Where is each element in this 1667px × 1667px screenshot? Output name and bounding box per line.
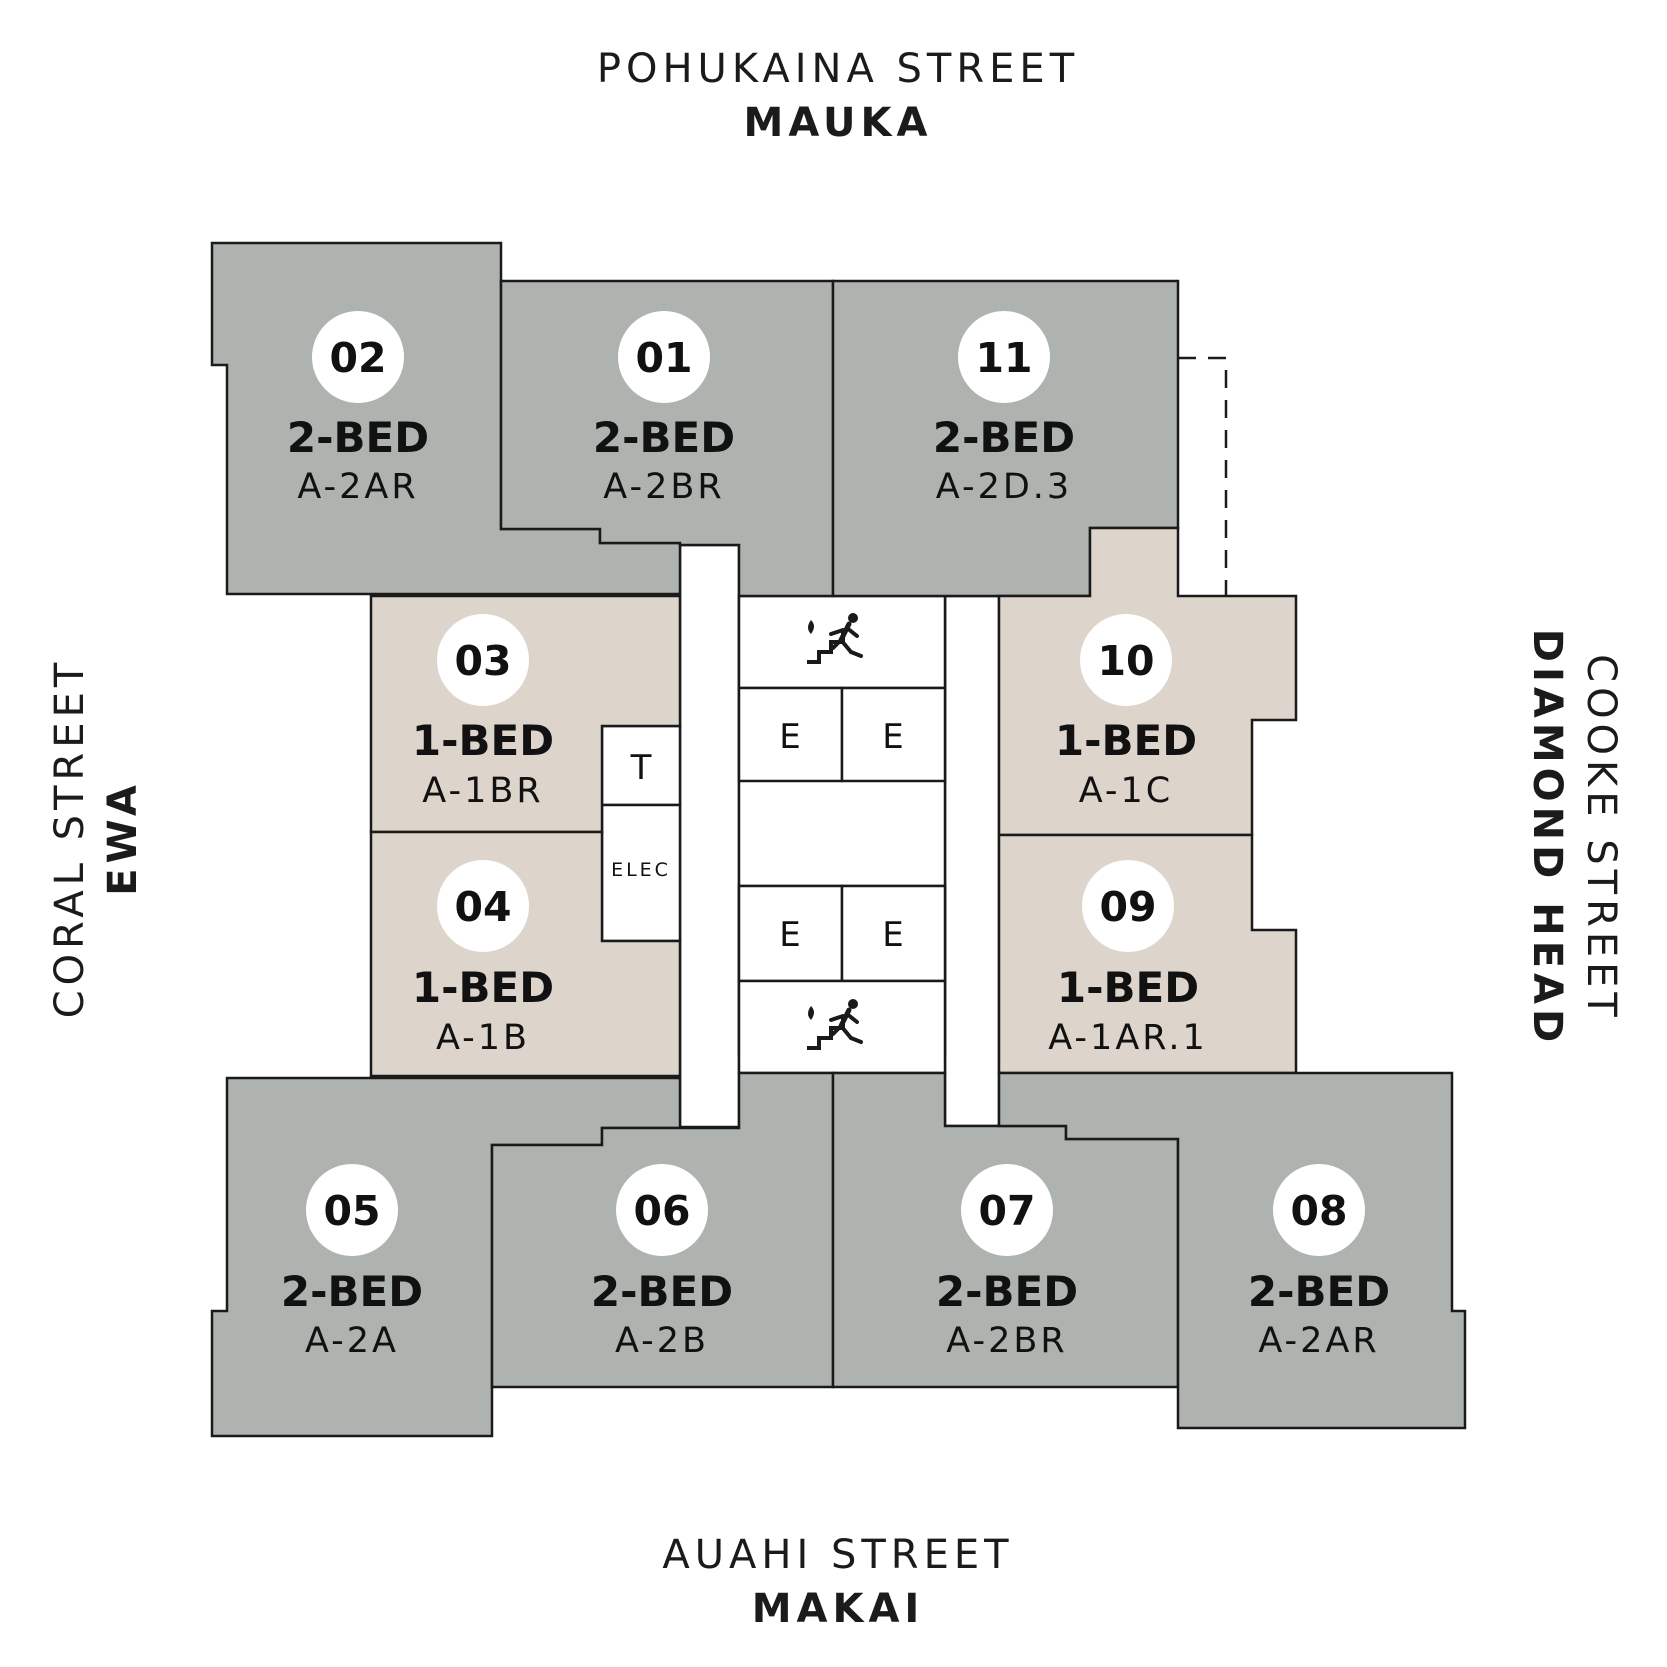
unit-number: 08 bbox=[1290, 1187, 1347, 1235]
unit-beds: 2-BED bbox=[287, 413, 429, 462]
unit-beds: 1-BED bbox=[1055, 716, 1197, 765]
corridor-left bbox=[678, 543, 741, 1129]
unit-01-label: 01 2-BED A-2BR bbox=[593, 311, 735, 507]
elevator-3-label: E bbox=[779, 915, 800, 955]
unit-09-label: 09 1-BED A-1AR.1 bbox=[1048, 860, 1207, 1058]
unit-07-label: 07 2-BED A-2BR bbox=[936, 1164, 1078, 1361]
unit-number: 11 bbox=[975, 334, 1032, 382]
trash-label: T bbox=[630, 748, 652, 788]
unit-number: 04 bbox=[454, 883, 511, 931]
unit-type: A-2AR bbox=[297, 467, 418, 507]
unit-number-badge bbox=[437, 614, 529, 706]
unit-beds: 2-BED bbox=[591, 1267, 733, 1316]
unit-number-badge bbox=[618, 311, 710, 403]
unit-number: 10 bbox=[1097, 637, 1154, 685]
unit-05-label: 05 2-BED A-2A bbox=[281, 1164, 423, 1361]
unit-type: A-2A bbox=[305, 1321, 399, 1361]
unit-beds: 2-BED bbox=[933, 413, 1075, 462]
unit-beds: 2-BED bbox=[936, 1267, 1078, 1316]
unit-08-label: 08 2-BED A-2AR bbox=[1248, 1164, 1390, 1361]
street-left-direction: EWA bbox=[100, 780, 146, 896]
unit-number-badge bbox=[1082, 860, 1174, 952]
unit-number: 07 bbox=[978, 1187, 1035, 1235]
unit-type: A-1C bbox=[1079, 771, 1174, 811]
unit-beds: 2-BED bbox=[593, 413, 735, 462]
stair-lower bbox=[737, 979, 947, 1075]
unit-beds: 1-BED bbox=[412, 716, 554, 765]
unit-number-badge bbox=[437, 860, 529, 952]
unit-number: 09 bbox=[1099, 883, 1156, 931]
corridor-right bbox=[943, 594, 1001, 1128]
unit-number-badge bbox=[306, 1164, 398, 1256]
elevator-3[interactable] bbox=[737, 884, 844, 983]
unit-number: 02 bbox=[329, 334, 386, 382]
unit-number: 01 bbox=[635, 334, 692, 382]
street-top-name: POHUKAINA STREET bbox=[597, 46, 1079, 92]
street-bottom-name: AUAHI STREET bbox=[662, 1532, 1013, 1578]
unit-04-label: 04 1-BED A-1B bbox=[412, 860, 554, 1058]
unit-number-badge bbox=[958, 311, 1050, 403]
unit-number-badge bbox=[1080, 614, 1172, 706]
unit-number-badge bbox=[1273, 1164, 1365, 1256]
electrical-room bbox=[600, 803, 682, 943]
unit-number: 03 bbox=[454, 637, 511, 685]
unit-08[interactable] bbox=[997, 1071, 1467, 1430]
elevator-2[interactable] bbox=[840, 686, 947, 783]
unit-02-label: 02 2-BED A-2AR bbox=[287, 311, 429, 507]
unit-type: A-2B bbox=[615, 1321, 709, 1361]
street-right-name: COOKE STREET bbox=[1578, 654, 1624, 1022]
unit-beds: 2-BED bbox=[281, 1267, 423, 1316]
unit-number-badge bbox=[961, 1164, 1053, 1256]
unit-11-label: 11 2-BED A-2D.3 bbox=[933, 311, 1075, 507]
unit-type: A-1B bbox=[436, 1018, 530, 1058]
unit-10-label: 10 1-BED A-1C bbox=[1055, 614, 1197, 811]
unit-beds: 2-BED bbox=[1248, 1267, 1390, 1316]
unit-type: A-2AR bbox=[1258, 1321, 1379, 1361]
unit-type: A-2BR bbox=[603, 467, 724, 507]
unit-03-label: 03 1-BED A-1BR bbox=[412, 614, 554, 811]
unit-number: 05 bbox=[323, 1187, 380, 1235]
emergency-exit-stair-icon bbox=[807, 613, 863, 664]
elevator-2-label: E bbox=[882, 717, 903, 757]
street-top-direction: MAUKA bbox=[744, 100, 933, 146]
unit-type: A-1AR.1 bbox=[1048, 1018, 1207, 1058]
unit-type: A-2BR bbox=[946, 1321, 1067, 1361]
street-left-name: CORAL STREET bbox=[47, 658, 93, 1019]
unit-beds: 1-BED bbox=[1057, 963, 1199, 1012]
unit-type: A-1BR bbox=[422, 771, 543, 811]
elevator-1-label: E bbox=[779, 717, 800, 757]
unit-number-badge bbox=[312, 311, 404, 403]
balcony-outline bbox=[1178, 356, 1228, 596]
street-right-direction: DIAMOND HEAD bbox=[1524, 629, 1570, 1047]
street-bottom-direction: MAKAI bbox=[752, 1586, 925, 1632]
elec-label: ELEC bbox=[611, 859, 671, 881]
unit-06-label: 06 2-BED A-2B bbox=[591, 1164, 733, 1361]
unit-beds: 1-BED bbox=[412, 963, 554, 1012]
unit-type: A-2D.3 bbox=[936, 467, 1072, 507]
elevator-4-label: E bbox=[882, 915, 903, 955]
elevator-1[interactable] bbox=[737, 686, 844, 783]
unit-number: 06 bbox=[633, 1187, 690, 1235]
unit-number-badge bbox=[616, 1164, 708, 1256]
emergency-exit-stair-icon bbox=[807, 999, 863, 1050]
